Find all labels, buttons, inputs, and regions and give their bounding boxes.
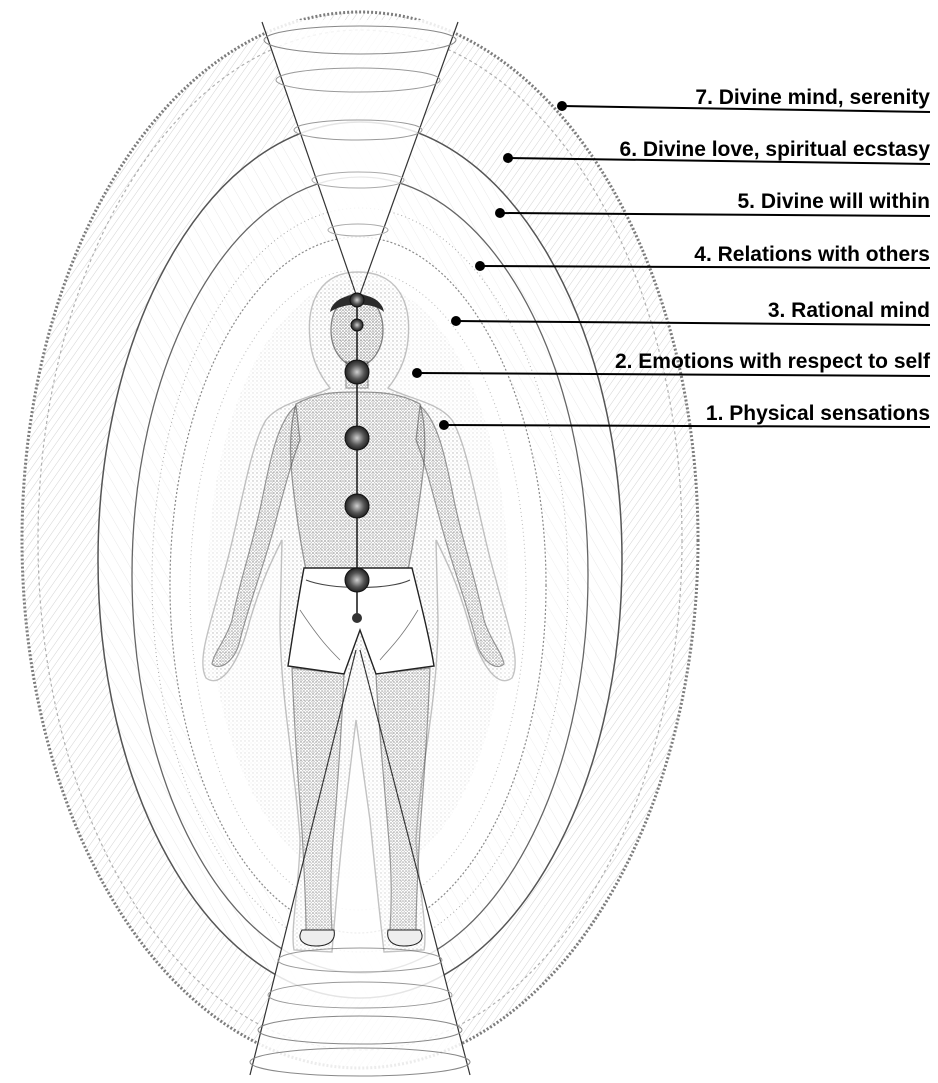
leader-dot-2 [412, 368, 422, 378]
root-chakra [352, 613, 362, 623]
throat-chakra [345, 360, 369, 384]
layer-label-4: 4. Relations with others [694, 243, 930, 266]
leader-dot-5 [495, 208, 505, 218]
layer-label-1: 1. Physical sensations [706, 402, 930, 425]
sacral-chakra [345, 568, 369, 592]
heart-chakra [345, 426, 369, 450]
crown-chakra [350, 293, 364, 307]
layer-label-7: 7. Divine mind, serenity [695, 86, 930, 109]
layer-label-2: 2. Emotions with respect to self [615, 350, 931, 373]
leader-dot-4 [475, 261, 485, 271]
solar-plexus-chakra [345, 494, 369, 518]
layer-label-6: 6. Divine love, spiritual ecstasy [620, 138, 931, 161]
brow-chakra [351, 319, 363, 331]
layer-label-3: 3. Rational mind [768, 299, 930, 322]
leader-dot-3 [451, 316, 461, 326]
leader-dot-1 [439, 420, 449, 430]
leader-dot-6 [503, 153, 513, 163]
layer-label-5: 5. Divine will within [737, 190, 930, 213]
leader-dot-7 [557, 101, 567, 111]
